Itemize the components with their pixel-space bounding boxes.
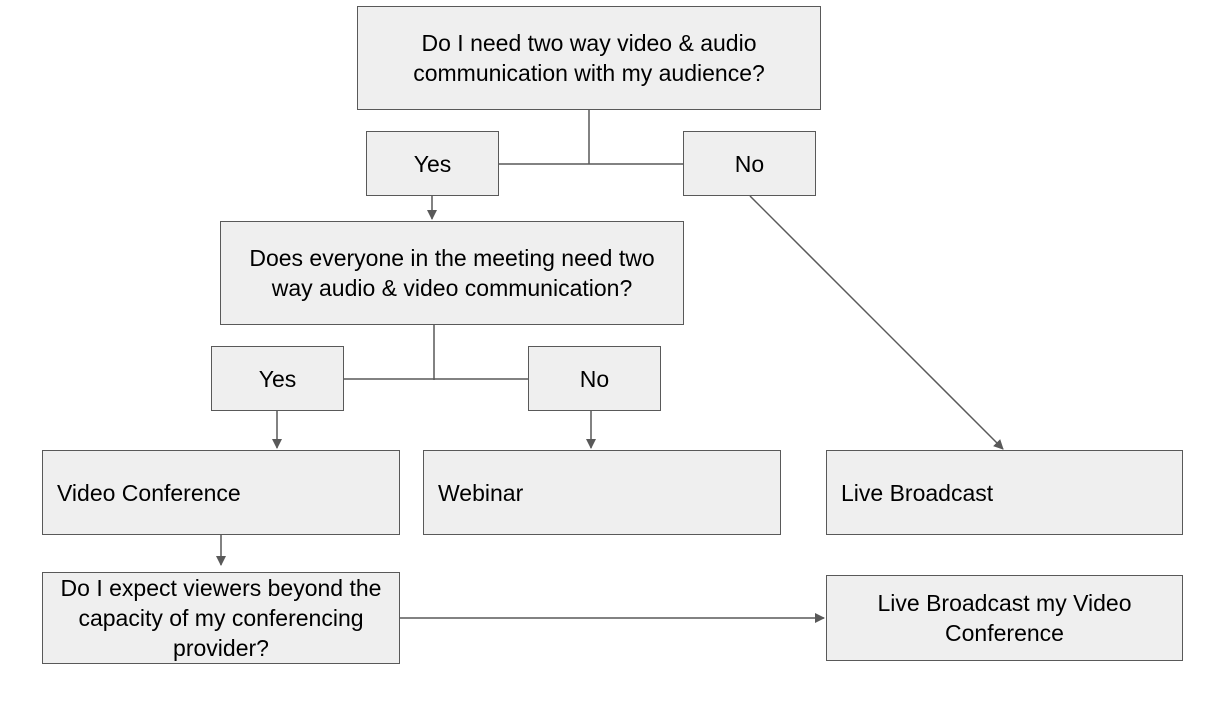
outcome-video-conference: Video Conference [42,450,400,535]
outcome-live-broadcast-video-conference: Live Broadcast my Video Conference [826,575,1183,661]
answer-yes-box: Yes [366,131,499,196]
answer-no-box-2: No [528,346,661,411]
answer-no-text: No [734,150,765,177]
answer-no-box: No [683,131,816,196]
answer-yes-text-2: Yes [258,365,297,392]
answer-no-text-2: No [579,365,610,392]
outcome-webinar: Webinar [423,450,781,535]
outcome-live-broadcast: Live Broadcast [826,450,1183,535]
arrow-no-to-live-broadcast [749,195,1004,450]
question-viewer-capacity: Do I expect viewers beyond the capacity … [42,572,400,664]
outcome-webinar-text: Webinar [438,479,524,506]
question-everyone-two-way: Does everyone in the meeting need two wa… [220,221,684,325]
answer-yes-text: Yes [413,150,452,177]
outcome-video-conference-text: Video Conference [57,479,241,506]
question-two-way-audience-text: Do I need two way video & audio communic… [413,30,765,86]
question-two-way-audience: Do I need two way video & audio communic… [357,6,821,110]
question-everyone-two-way-text: Does everyone in the meeting need two wa… [249,245,655,301]
outcome-live-broadcast-text: Live Broadcast [841,479,994,506]
question-viewer-capacity-text: Do I expect viewers beyond the capacity … [60,575,382,661]
answer-yes-box-2: Yes [211,346,344,411]
outcome-live-broadcast-video-conference-text: Live Broadcast my Video Conference [877,590,1132,646]
